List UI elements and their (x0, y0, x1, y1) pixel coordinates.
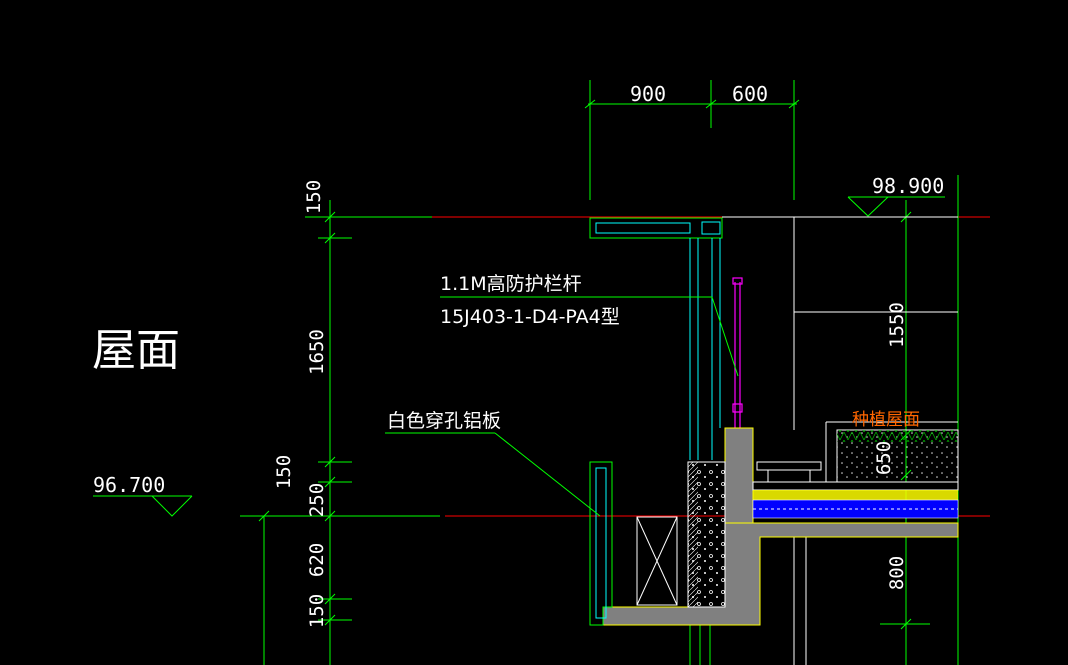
elevation-marker-left (93, 495, 193, 517)
dim-600: 600 (732, 82, 768, 106)
lower-window (636, 516, 678, 606)
dim-150-bot: 150 (306, 594, 328, 628)
structure-outline (722, 216, 958, 665)
left-dimension (240, 200, 440, 665)
dim-620: 620 (306, 543, 328, 577)
top-dimension (584, 80, 800, 200)
dim-800: 800 (886, 556, 908, 590)
elevation-98900: 98.900 (872, 174, 944, 198)
dim-150-mid: 150 (273, 455, 295, 489)
curtain-wall (689, 238, 721, 665)
parapet (602, 427, 959, 626)
hatch-strip (688, 462, 698, 607)
dim-150-top: 150 (303, 180, 325, 214)
dim-900: 900 (630, 82, 666, 106)
canopy-slab (589, 217, 723, 239)
panel-callout (385, 432, 601, 517)
planting-roof (752, 421, 959, 519)
planting-roof-label: 种植屋面 (852, 410, 920, 430)
dim-250: 250 (306, 483, 328, 517)
roof-label: 屋面 (92, 325, 180, 376)
elevation-marker-right (847, 196, 945, 217)
railing (732, 277, 743, 428)
elevation-96700: 96.700 (93, 473, 165, 497)
railing-note-line1: 1.1M高防护栏杆 (440, 273, 582, 295)
dim-1650: 1650 (306, 329, 328, 375)
dim-1550: 1550 (886, 302, 908, 348)
railing-note-line2: 15J403-1-D4-PA4型 (440, 306, 620, 328)
railing-callout (440, 296, 739, 377)
panel-note: 白色穿孔铝板 (387, 410, 501, 432)
aluminum-panel (589, 461, 613, 626)
drain-box (756, 461, 822, 482)
